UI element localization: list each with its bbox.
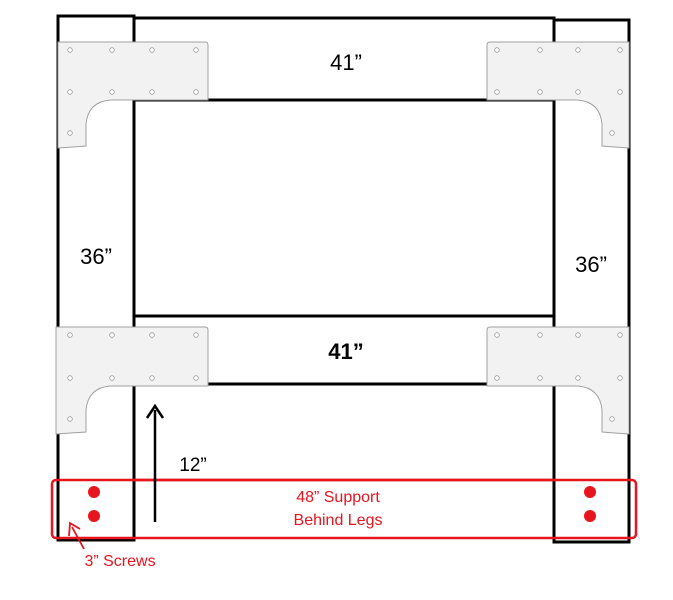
screws-pointer-arrow-icon <box>68 521 85 550</box>
middle-rail-length-label: 41” <box>328 339 363 364</box>
height-arrow-icon <box>145 403 165 522</box>
right-leg-length-label: 36” <box>575 252 607 277</box>
top-rail-length-label: 41” <box>330 50 362 75</box>
bracket-top-left <box>57 41 209 149</box>
screw-dot-left-upper <box>88 486 100 498</box>
bracket-middle-right <box>486 326 630 435</box>
left-leg-length-label: 36” <box>80 244 112 269</box>
screw-dot-right-lower <box>584 510 596 522</box>
height-label: 12” <box>179 455 206 476</box>
screw-dot-left-lower <box>88 510 100 522</box>
support-label-line2: Behind Legs <box>294 512 383 529</box>
screws-label: 3” Screws <box>84 553 155 570</box>
bracket-top-right <box>486 41 630 149</box>
support-label-line1: 48” Support <box>296 489 380 506</box>
screw-dot-right-upper <box>584 486 596 498</box>
bracket-middle-left <box>55 326 209 435</box>
